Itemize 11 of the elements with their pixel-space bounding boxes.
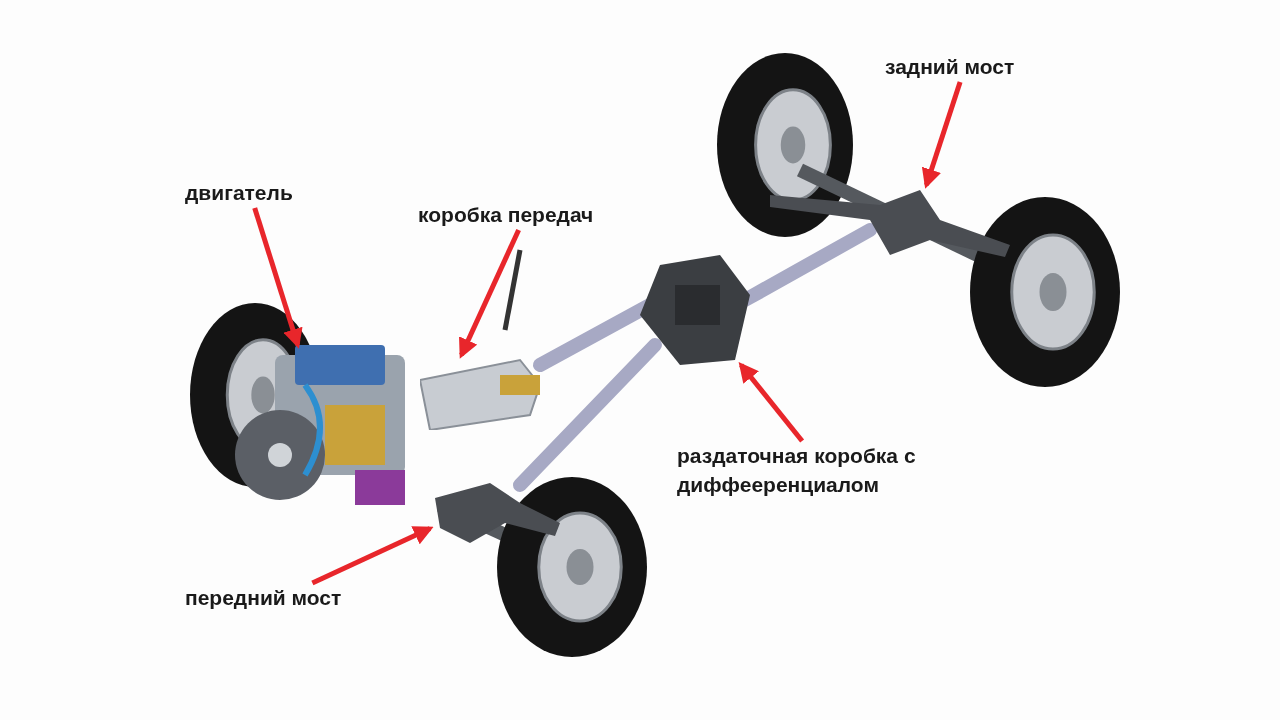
leader-arrow	[921, 81, 963, 189]
part-label: задний мост	[885, 52, 1045, 82]
leader-arrow	[252, 207, 303, 349]
part-label: двигатель	[185, 178, 315, 208]
leader-arrow	[311, 526, 434, 586]
part-label: раздаточная коробка с диффееренциалом	[677, 441, 977, 500]
leader-arrow	[738, 361, 805, 443]
transfer-case-drawing	[640, 255, 750, 365]
part-label: коробка передач	[418, 200, 633, 230]
leader-arrow	[459, 228, 521, 359]
part-label: передний мост	[185, 583, 375, 613]
